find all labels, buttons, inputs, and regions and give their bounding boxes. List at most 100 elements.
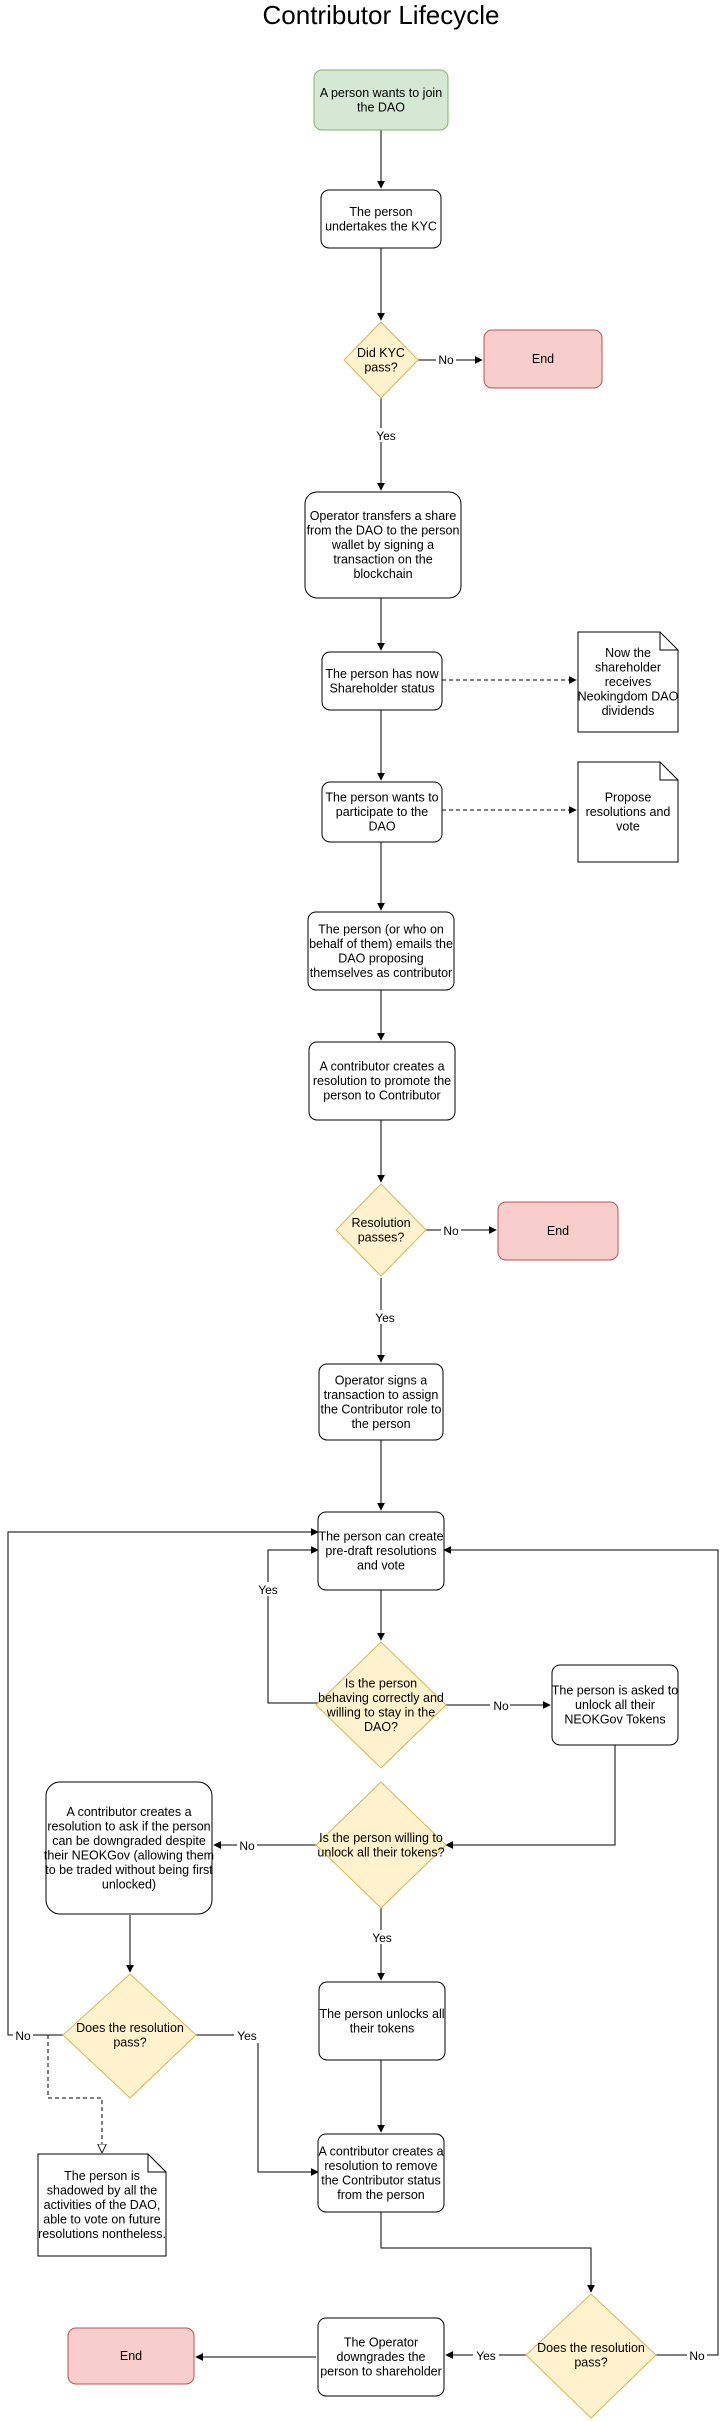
node-op-down [317,2317,445,2397]
node-text-line: to be traded without being first [45,1863,213,1877]
willing-no-label: No [239,1839,255,1853]
node-end-2-text: End [547,1224,569,1238]
behaving-no-label: No [493,1699,509,1713]
node-text-line: Did KYC [357,346,405,360]
node-text-line: The person is [64,2169,140,2183]
node-text-line: passes? [358,1230,405,1244]
node-text-line: Resolution [351,1216,410,1230]
node-text-line: NEOKGov Tokens [564,1713,665,1727]
node-asked [551,1664,679,1746]
node-text-line: The person unlocks all [319,2007,444,2021]
node-text-line: resolutions and [586,805,671,819]
node-text-line: The person [349,205,412,219]
does1-yes-label: Yes [237,2029,257,2043]
node-text-line: pre-draft resolutions [325,1544,436,1558]
node-text-line: person to shareholder [320,2365,442,2379]
node-propose [577,761,679,863]
does2-yes-label: Yes [476,2349,496,2363]
node-unlocks [318,1981,446,2061]
node-kyc [320,189,442,249]
node-text-line: the person [351,1417,410,1431]
node-text-line: The person (or who on [318,922,444,936]
node-text-line: unlocked) [102,1877,156,1891]
node-text-line: participate to the [336,805,428,819]
node-text-line: the DAO [357,100,405,114]
node-res-pass [335,1183,427,1277]
node-text-line: End [547,1224,569,1238]
node-shareholder [321,651,443,711]
node-text-line: unlock all their [575,1698,655,1712]
node-text-line: undertakes the KYC [325,219,437,233]
node-text-line: A person wants to join [320,86,442,100]
node-emails [307,911,455,991]
edge-does1-no-loop [7,1528,319,2036]
node-join [313,69,449,131]
node-predraft [317,1511,445,1591]
node-promote [308,1041,456,1121]
node-text-line: their NEOKGov (allowing them [44,1848,214,1862]
res-yes-label: Yes [375,1311,395,1325]
node-end-2 [497,1201,619,1261]
node-text-line: pass? [364,360,397,374]
node-text-line: downgrades the [337,2350,426,2364]
node-text-line: transaction on the [333,553,432,567]
node-text-line: unlock all their tokens? [317,1845,444,1859]
node-text-line: their tokens [350,2021,415,2035]
edge-behaving-yes-loop [267,1546,319,1704]
node-participate [321,781,443,843]
node-text-line: Does the resolution [537,2341,645,2355]
node-text-line: DAO? [364,1720,398,1734]
node-text-line: shadowed by all the [47,2184,158,2198]
node-text-line: Operator transfers a share [310,509,457,523]
node-text-line: willing to stay in the [326,1705,435,1719]
node-text-line: from the DAO to the person [307,524,460,538]
diagram-title: Contributor Lifecycle [263,0,500,30]
node-text-line: behalf of them) emails the [309,937,453,951]
edge-remove-does2 [380,2212,595,2293]
node-text-line: A contributor creates a [66,1805,191,1819]
node-text-line: Shareholder status [330,681,435,695]
node-text-line: resolution to ask if the person [47,1819,210,1833]
node-text-line: the Contributor status [321,2173,441,2187]
node-text-line: The person is asked to [552,1684,679,1698]
node-text-line: pass? [113,2035,146,2049]
node-text-line: vote [616,820,640,834]
node-dividends [577,631,679,733]
node-text-line: A contributor creates a [319,1060,444,1074]
node-text-line: The person wants to [325,791,438,805]
node-text-line: Operator signs a [335,1373,427,1387]
node-text-line: receives [605,675,652,689]
node-text-line: The Operator [344,2336,418,2350]
node-text-line: the Contributor role to [321,1402,442,1416]
kyc-yes-label: Yes [376,429,396,443]
node-text-line: activities of the DAO, [44,2198,161,2212]
node-end-3 [67,2327,195,2385]
node-remove [317,2133,445,2213]
node-text-line: Is the person willing to [319,1831,443,1845]
node-end-3-text: End [120,2349,142,2363]
node-text-line: able to vote on future [43,2213,160,2227]
node-text-line: themselves as contributor [310,966,452,980]
node-assign [318,1363,444,1441]
